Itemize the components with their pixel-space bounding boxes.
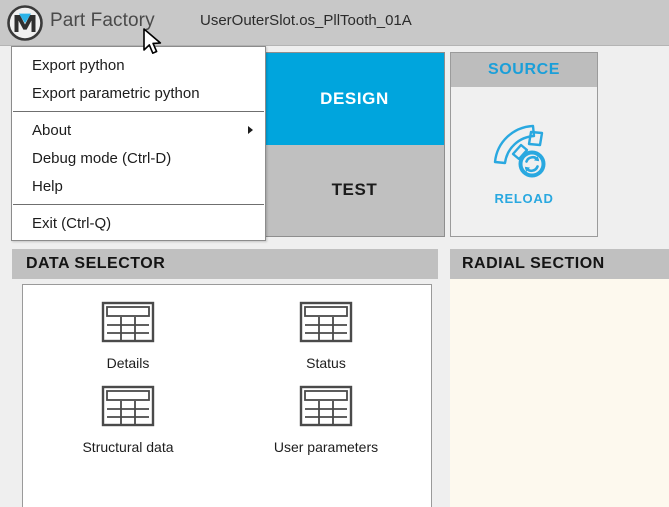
menu-item-export-python[interactable]: Export python — [12, 51, 265, 79]
document-name-label: UserOuterSlot.os_PllTooth_01A — [200, 12, 412, 29]
data-selector-item-structural-data[interactable]: Structural data — [82, 385, 174, 455]
data-selector-item-user-parameters[interactable]: User parameters — [274, 385, 378, 455]
data-selector-item-label: Structural data — [82, 439, 174, 455]
menu-item-label: Export python — [32, 56, 125, 74]
menu-item-label: Export parametric python — [32, 84, 200, 102]
radial-section-panel: RADIAL SECTION — [450, 249, 669, 507]
menu-separator — [13, 204, 264, 205]
radial-section-title: RADIAL SECTION — [450, 249, 669, 279]
tab-test-label: TEST — [331, 180, 378, 200]
table-icon — [299, 385, 353, 432]
reload-button[interactable]: RELOAD — [451, 87, 597, 236]
table-icon — [101, 385, 155, 432]
source-panel: SOURCE RELOAD — [450, 52, 598, 237]
tab-design-label: DESIGN — [320, 88, 389, 108]
data-selector-item-status[interactable]: Status — [299, 301, 353, 371]
menu-item-help[interactable]: Help — [12, 172, 265, 200]
table-icon — [101, 301, 155, 348]
data-selector-item-label: User parameters — [273, 439, 379, 455]
title-bar: Part Factory UserOuterSlot.os_PllTooth_0… — [0, 0, 669, 46]
menu-item-label: Help — [32, 177, 63, 195]
tab-test[interactable]: TEST — [265, 144, 444, 236]
menu-item-exit[interactable]: Exit (Ctrl-Q) — [12, 209, 265, 237]
data-selector-panel: DATA SELECTOR — [12, 249, 438, 507]
menu-item-about[interactable]: About — [12, 116, 265, 144]
source-panel-title: SOURCE — [451, 53, 597, 87]
data-selector-item-label: Details — [106, 355, 150, 371]
application-menu: Export python Export parametric python A… — [11, 46, 266, 241]
data-selector-title: DATA SELECTOR — [12, 249, 438, 279]
part-factory-logo-icon[interactable] — [7, 5, 43, 41]
menu-item-label: Exit (Ctrl-Q) — [32, 214, 112, 232]
data-selector-grid: Details — [29, 301, 425, 455]
mode-tab-group: DESIGN TEST — [264, 52, 445, 237]
reload-label: RELOAD — [494, 190, 554, 206]
chevron-right-icon — [248, 126, 253, 134]
menu-item-debug-mode[interactable]: Debug mode (Ctrl-D) — [12, 144, 265, 172]
menu-item-label: About — [32, 121, 72, 139]
tab-design[interactable]: DESIGN — [265, 53, 444, 145]
data-selector-item-label: Status — [306, 355, 346, 371]
menu-item-export-parametric-python[interactable]: Export parametric python — [12, 79, 265, 107]
data-selector-item-details[interactable]: Details — [101, 301, 155, 371]
menu-item-label: Debug mode (Ctrl-D) — [32, 149, 172, 167]
app-name-label: Part Factory — [50, 10, 155, 31]
radial-section-canvas[interactable] — [450, 279, 669, 507]
data-selector-body: Details — [22, 284, 432, 507]
menu-separator — [13, 111, 264, 112]
gear-arc-refresh-icon — [487, 118, 561, 189]
table-icon — [299, 301, 353, 348]
